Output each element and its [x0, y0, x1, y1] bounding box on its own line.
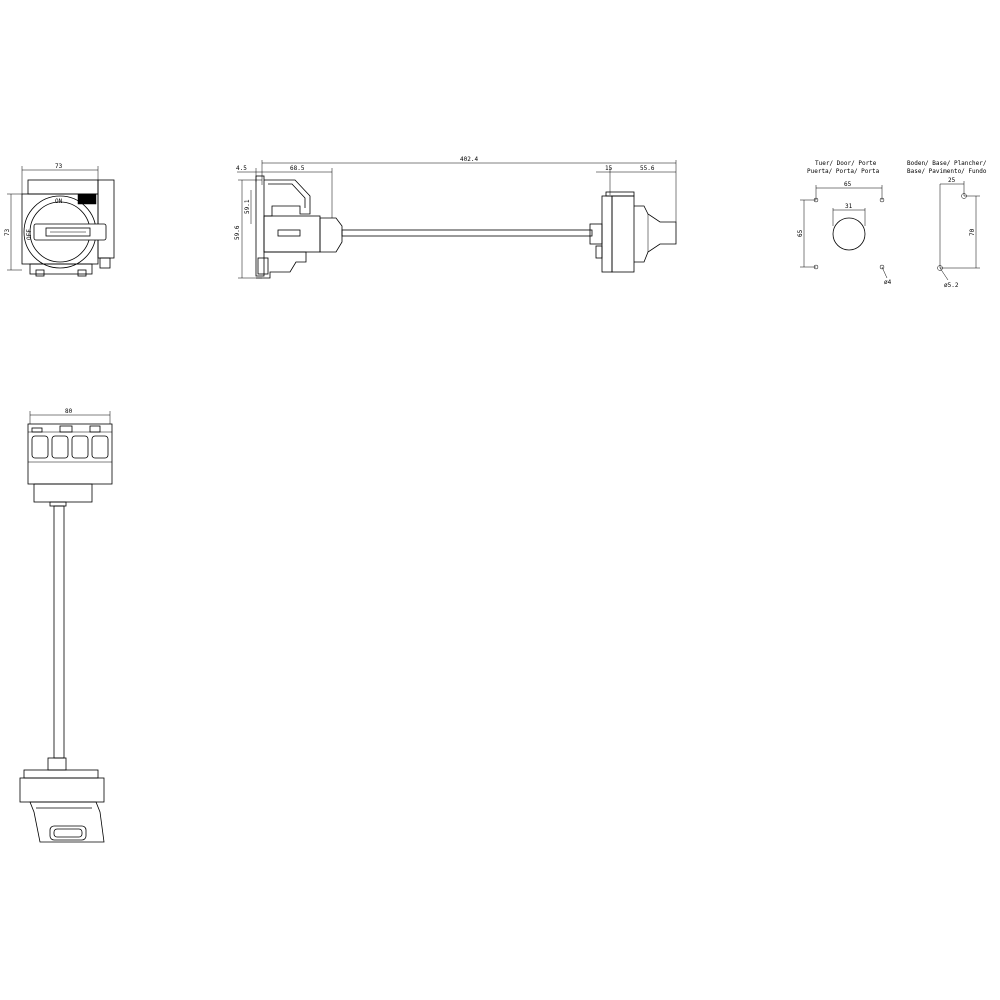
door-dim-hole-spacing-v: 65 [797, 229, 804, 237]
base-label-line2: Base/ Pavimento/ Fundo [907, 168, 987, 175]
base-dim-offset: 25 [948, 177, 956, 184]
front-view: 73 73 ON OFF [4, 163, 115, 277]
door-label-line1: Tuer/ Door/ Porte [815, 160, 877, 167]
door-dim-center-hole: 31 [845, 203, 853, 210]
base-dim-vertical: 70 [969, 228, 976, 236]
front-dim-width: 73 [55, 163, 63, 170]
side-dim-body: 68.5 [290, 165, 305, 172]
base-dim-hole-dia: ø5.2 [944, 282, 959, 289]
side-dim-total: 402.4 [460, 156, 478, 163]
door-dim-hole-dia: ø4 [884, 279, 892, 286]
front-mark-off: OFF [26, 229, 33, 240]
base-mounting: Boden/ Base/ Plancher/ Base/ Pavimento/ … [907, 160, 987, 289]
side-dim-h1: 59.1 [244, 199, 251, 214]
front-mark-on: ON [55, 198, 63, 205]
side-dim-handle: 55.6 [640, 165, 655, 172]
top-dim-width: 80 [65, 408, 73, 415]
side-dim-flange: 15 [605, 165, 613, 172]
top-view: 80 [19, 408, 113, 843]
side-dim-h2: 59.6 [234, 225, 241, 240]
door-dim-hole-spacing-h: 65 [844, 181, 852, 188]
side-view: 402.4 4.5 68.5 15 55.6 59.1 59.6 [234, 156, 677, 279]
front-dim-height: 73 [4, 228, 11, 236]
base-label-line1: Boden/ Base/ Plancher/ [907, 160, 987, 167]
side-dim-left: 4.5 [236, 165, 247, 172]
door-cutout: Tuer/ Door/ Porte Puerta/ Porta/ Porta 6… [797, 160, 892, 286]
door-label-line2: Puerta/ Porta/ Porta [807, 168, 880, 175]
